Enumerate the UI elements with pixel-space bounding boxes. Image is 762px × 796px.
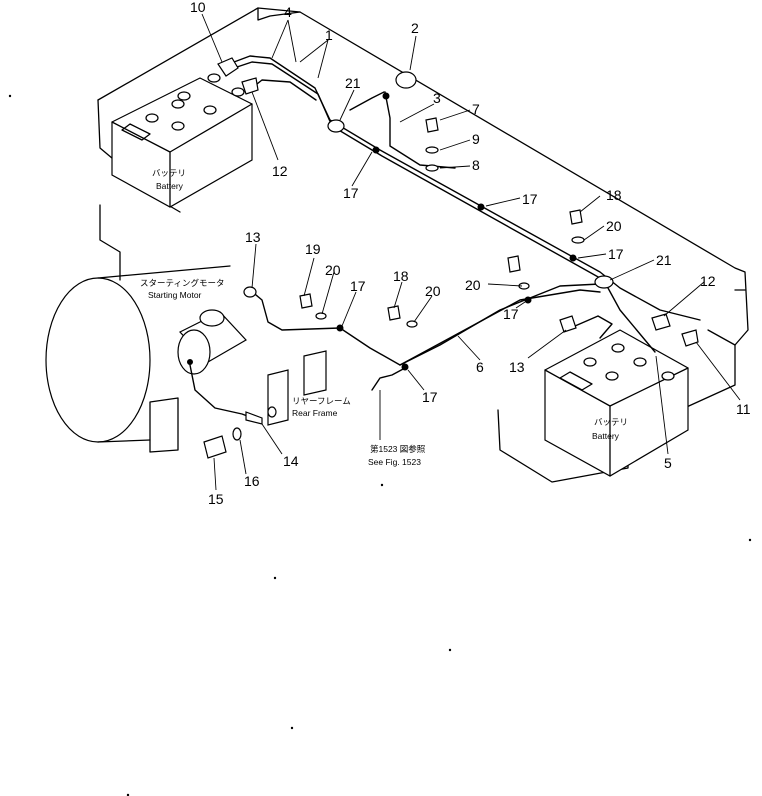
wiring-harness bbox=[189, 55, 701, 421]
battery-relay-icon bbox=[395, 71, 417, 89]
callout-12: 12 bbox=[700, 273, 716, 289]
callout-17: 17 bbox=[343, 185, 359, 201]
callout-15: 15 bbox=[208, 491, 224, 507]
clamp-icon bbox=[336, 324, 344, 332]
grommet-icon bbox=[327, 119, 345, 133]
see-fig-label-jp: 第1523 図参照 bbox=[370, 444, 426, 454]
rear-frame-label-en: Rear Frame bbox=[292, 408, 338, 418]
callout-2: 2 bbox=[411, 20, 419, 36]
right-battery-label-en: Battery bbox=[592, 431, 620, 441]
callout-9: 9 bbox=[472, 131, 480, 147]
see-figure-reference: 第1523 図参照 See Fig. 1523 bbox=[368, 444, 426, 467]
washer-icon bbox=[406, 320, 418, 328]
scan-specks bbox=[8, 94, 752, 796]
washer-icon bbox=[425, 164, 439, 172]
washer-icon bbox=[571, 236, 585, 244]
callout-12: 12 bbox=[272, 163, 288, 179]
callout-16: 16 bbox=[244, 473, 260, 489]
callout-7: 7 bbox=[472, 101, 480, 117]
callout-1: 1 bbox=[325, 27, 333, 43]
callout-20: 20 bbox=[325, 262, 341, 278]
starting-motor-label-jp: スターティングモータ bbox=[140, 278, 225, 288]
right-battery-label-jp: バッテリ bbox=[594, 417, 628, 427]
callout-20: 20 bbox=[425, 283, 441, 299]
callout-3: 3 bbox=[433, 90, 441, 106]
callout-19: 19 bbox=[305, 241, 321, 257]
left-battery-label-en: Battery bbox=[156, 181, 184, 191]
right-battery: バッテリ Battery bbox=[544, 329, 689, 477]
callout-18: 18 bbox=[393, 268, 409, 284]
callout-13: 13 bbox=[245, 229, 261, 245]
leader-lines bbox=[201, 13, 741, 491]
callout-5: 5 bbox=[664, 455, 672, 471]
clamp-icon bbox=[569, 254, 577, 262]
starting-motor: スターティングモータ Starting Motor bbox=[140, 278, 247, 375]
clamp-icon bbox=[477, 203, 485, 211]
terminal-12-icon bbox=[241, 77, 259, 95]
washer-icon bbox=[315, 312, 327, 320]
bolt-icon bbox=[507, 255, 521, 273]
washer-icon bbox=[267, 406, 277, 418]
clamp-icon bbox=[372, 146, 380, 154]
see-fig-label-en: See Fig. 1523 bbox=[368, 457, 421, 467]
left-battery: バッテリ Battery bbox=[111, 73, 253, 208]
callout-17: 17 bbox=[422, 389, 438, 405]
ground-terminal-icon bbox=[245, 411, 263, 425]
grommet-icon bbox=[594, 275, 614, 289]
washer-icon bbox=[425, 146, 439, 154]
callout-4: 4 bbox=[284, 4, 292, 20]
bolt-icon bbox=[569, 209, 583, 225]
bolt-icon bbox=[387, 305, 401, 321]
callout-17: 17 bbox=[350, 278, 366, 294]
callout-14: 14 bbox=[283, 453, 299, 469]
terminal-icon bbox=[651, 313, 671, 331]
flywheel-housing bbox=[45, 265, 231, 453]
callout-21: 21 bbox=[656, 252, 672, 268]
starting-motor-label-en: Starting Motor bbox=[148, 290, 202, 300]
callout-10: 10 bbox=[190, 0, 206, 15]
callout-17: 17 bbox=[503, 306, 519, 322]
callout-20: 20 bbox=[606, 218, 622, 234]
bolt-icon bbox=[203, 435, 227, 459]
callout-17: 17 bbox=[522, 191, 538, 207]
callout-18: 18 bbox=[606, 187, 622, 203]
terminal-icon bbox=[243, 286, 257, 298]
terminal-10-icon bbox=[217, 57, 239, 77]
terminal-icon bbox=[681, 329, 699, 347]
rear-frame-brackets: リヤーフレーム Rear Frame bbox=[267, 350, 351, 426]
callout-20: 20 bbox=[465, 277, 481, 293]
terminal-icon bbox=[559, 315, 577, 333]
callout-11: 11 bbox=[736, 401, 751, 417]
machine-body-outline bbox=[97, 7, 749, 483]
callout-8: 8 bbox=[472, 157, 480, 173]
callout-13: 13 bbox=[509, 359, 525, 375]
bolt-icon bbox=[425, 117, 439, 133]
bolt-icon bbox=[299, 293, 313, 309]
callout-21: 21 bbox=[345, 75, 361, 91]
clamp-icon bbox=[401, 363, 409, 371]
callout-numbers: 10 4 1 2 21 3 7 9 8 12 17 17 18 20 17 21… bbox=[190, 0, 751, 507]
left-battery-label-jp: バッテリ bbox=[152, 168, 186, 178]
callout-6: 6 bbox=[476, 359, 484, 375]
washer-icon bbox=[232, 427, 242, 441]
callout-17: 17 bbox=[608, 246, 624, 262]
rear-frame-label-jp: リヤーフレーム bbox=[292, 396, 351, 406]
